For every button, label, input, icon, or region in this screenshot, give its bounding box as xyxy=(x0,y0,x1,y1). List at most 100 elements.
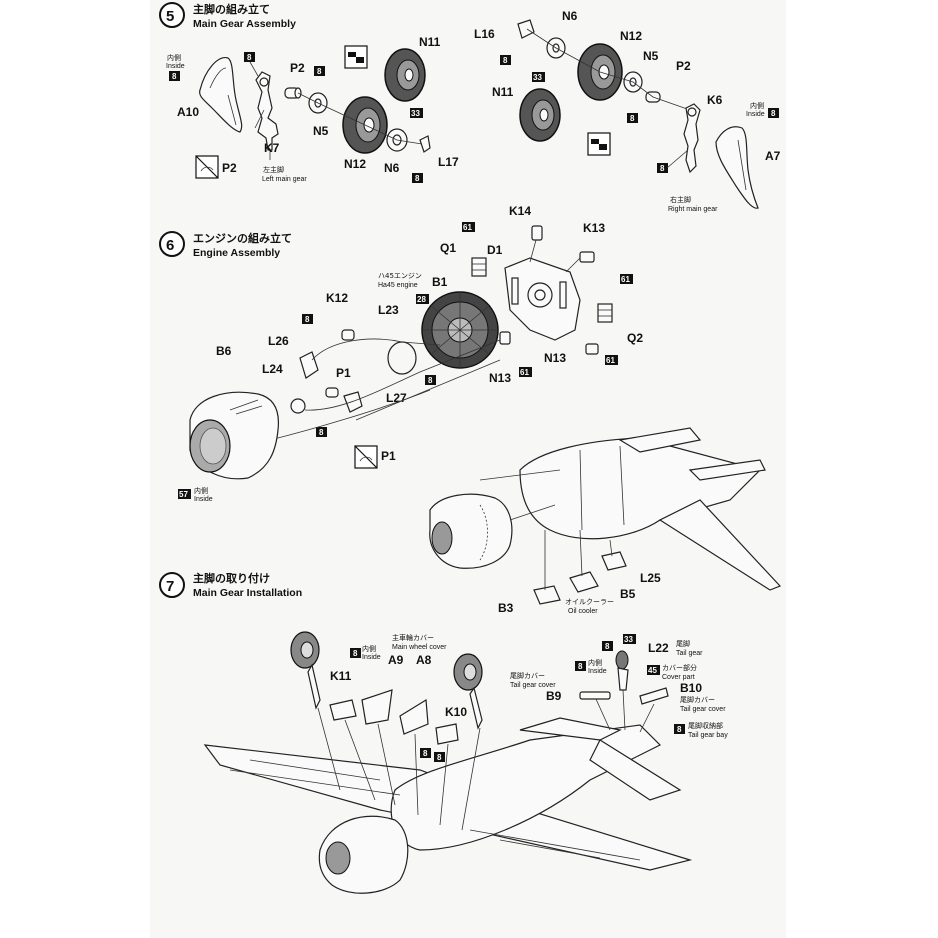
paint-code-badge: 33 xyxy=(532,72,545,82)
part-L25 xyxy=(601,551,627,571)
svg-text:8: 8 xyxy=(578,662,583,671)
label-tail-gear-bay-en: Tail gear bay xyxy=(688,732,728,739)
step-6-badge xyxy=(159,231,185,257)
fuselage-nose-view xyxy=(479,427,782,591)
part-label-B6: B6 xyxy=(216,344,232,358)
label-right-gear-jp: 右主脚 xyxy=(670,195,691,204)
part-label-K10: K10 xyxy=(445,705,467,719)
part-L27 xyxy=(343,391,363,413)
svg-text:57: 57 xyxy=(179,490,188,499)
main-gear-left xyxy=(290,631,321,710)
paint-code-badge: 8 xyxy=(302,314,313,324)
paint-code-badge: 61 xyxy=(605,355,618,365)
part-A8-wheel-cover xyxy=(399,698,429,735)
step-5-title-en: Main Gear Assembly xyxy=(193,18,296,30)
part-label-N6: N6 xyxy=(384,161,400,175)
step-5: 5 主脚の組み立て Main Gear Assembly 内側 Inside 8… xyxy=(159,2,781,213)
svg-text:8: 8 xyxy=(630,114,635,123)
svg-text:8: 8 xyxy=(247,53,252,62)
label-inside-en: Inside xyxy=(166,63,185,70)
part-label-N12-right: N12 xyxy=(620,29,642,43)
direction-icon xyxy=(587,132,611,156)
part-label-N5: N5 xyxy=(313,124,329,138)
aircraft-underside-view xyxy=(203,717,693,894)
part-label-P1-crossed: P1 xyxy=(381,449,396,463)
part-B1-engine xyxy=(421,291,499,369)
part-label-L23: L23 xyxy=(378,303,399,317)
svg-text:8: 8 xyxy=(437,753,442,762)
svg-text:8: 8 xyxy=(428,376,433,385)
paint-code-badge: 8 xyxy=(420,748,431,758)
paint-code-badge: 8 xyxy=(768,108,779,118)
step-7: 7 主脚の取り付け Main Gear Installation K11 A9 … xyxy=(159,571,728,894)
part-B6-cowling xyxy=(189,391,280,480)
paint-code-badge: 33 xyxy=(410,108,423,118)
part-P1 xyxy=(325,387,339,398)
part-label-L16: L16 xyxy=(474,27,495,41)
label-tail-gear-bay-jp: 尾脚収納部 xyxy=(688,721,723,730)
paint-code-badge: 8 xyxy=(314,66,325,76)
part-label-A8: A8 xyxy=(416,653,432,667)
no-use-icon xyxy=(354,445,378,469)
part-label-Q2: Q2 xyxy=(627,331,643,345)
part-label-A10: A10 xyxy=(177,105,199,119)
step-6-title-en: Engine Assembly xyxy=(193,247,280,259)
part-N13 xyxy=(499,331,511,345)
part-N13 xyxy=(585,343,599,355)
part-K11 xyxy=(329,699,357,721)
paint-code-badge: 8 xyxy=(350,648,361,658)
step-6-title-jp: エンジンの組み立て xyxy=(193,231,292,245)
part-label-N13: N13 xyxy=(489,371,511,385)
svg-text:61: 61 xyxy=(520,368,529,377)
part-L16-cap xyxy=(517,19,535,39)
label-tail-gear-cover2-jp: 尾脚カバー xyxy=(680,695,715,704)
paint-code-badge: 8 xyxy=(434,752,445,762)
label-left-gear-jp: 左主脚 xyxy=(263,165,284,174)
part-label-P2-right: P2 xyxy=(676,59,691,73)
part-label-N11-right: N11 xyxy=(492,85,514,99)
step-5-badge xyxy=(159,2,185,28)
part-N11-tire xyxy=(519,88,561,142)
label-inside-en: Inside xyxy=(194,496,213,503)
svg-text:8: 8 xyxy=(660,164,665,173)
part-label-B10: B10 xyxy=(680,681,702,695)
svg-text:33: 33 xyxy=(533,73,542,82)
label-tail-gear-cover2-en: Tail gear cover xyxy=(680,706,726,713)
svg-text:8: 8 xyxy=(319,428,324,437)
paint-code-badge: 61 xyxy=(519,367,532,377)
label-inside-jp: 内側 xyxy=(362,644,376,653)
part-K10 xyxy=(435,723,459,745)
part-label-N5-right: N5 xyxy=(643,49,659,63)
direction-icon xyxy=(344,45,368,69)
part-label-B3: B3 xyxy=(498,601,514,615)
part-label-N13-right: N13 xyxy=(544,351,566,365)
cowling-installed-view xyxy=(429,493,513,569)
part-label-L22: L22 xyxy=(648,641,669,655)
paint-code-badge: 8 xyxy=(674,724,685,734)
part-label-K11: K11 xyxy=(330,669,352,683)
part-L26-bracket xyxy=(299,351,319,379)
label-right-gear-en: Right main gear xyxy=(668,206,718,213)
label-engine-jp: ハ45エンジン xyxy=(378,272,422,280)
paint-code-badge: 61 xyxy=(620,274,633,284)
step-5-title-jp: 主脚の組み立て xyxy=(193,2,270,16)
part-label-N11: N11 xyxy=(419,35,441,49)
part-label-K6: K6 xyxy=(707,93,723,107)
label-tail-gear-cover-en: Tail gear cover xyxy=(510,682,556,689)
svg-text:28: 28 xyxy=(417,295,426,304)
label-inside3-en: Inside xyxy=(588,668,607,675)
label-inside2-en: Inside xyxy=(746,111,765,118)
part-label-B9: B9 xyxy=(546,689,562,703)
svg-text:8: 8 xyxy=(605,642,610,651)
label-tail-gear-cover-jp: 尾脚カバー xyxy=(510,671,545,680)
part-B10-tail-cover xyxy=(639,687,669,705)
svg-text:8: 8 xyxy=(317,67,322,76)
part-label-K14: K14 xyxy=(509,204,531,218)
part-label-N12: N12 xyxy=(344,157,366,171)
label-tail-gear-jp: 尾脚 xyxy=(676,639,690,648)
label-inside-en: Inside xyxy=(362,654,381,661)
part-A7-gear-cover xyxy=(715,126,759,209)
part-label-Q1: Q1 xyxy=(440,241,456,255)
part-label-L27: L27 xyxy=(386,391,407,405)
step-5-number: 5 xyxy=(166,8,174,25)
